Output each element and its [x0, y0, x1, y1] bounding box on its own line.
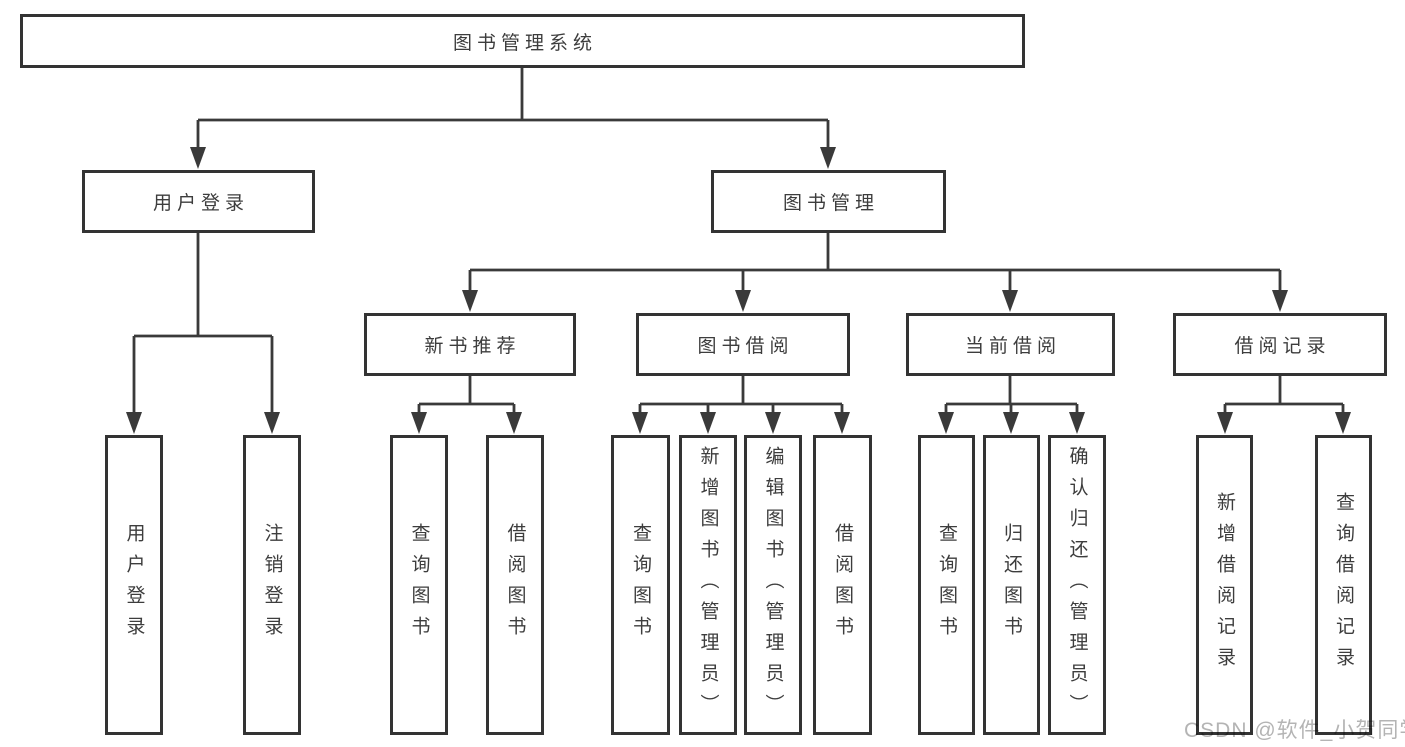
leaf-add-book-admin: 新增图书（管理员）: [679, 435, 737, 735]
leaf-query-books-current: 查询图书: [918, 435, 975, 735]
node-book-management: 图书管理: [711, 170, 946, 233]
node-label: 查询图书: [630, 523, 651, 647]
node-label: 借阅图书: [832, 523, 853, 647]
node-label: 编辑图书（管理员）: [762, 445, 784, 725]
leaf-query-books-borrowing: 查询图书: [611, 435, 670, 735]
leaf-user-login: 用户登录: [105, 435, 163, 735]
node-label: 注销登录: [261, 523, 283, 647]
node-label: 查询图书: [408, 523, 430, 647]
node-label: 查询借阅记录: [1333, 492, 1354, 678]
node-label: 新增图书（管理员）: [697, 445, 719, 725]
csdn-watermark: CSDN @软件_小贺同学: [1184, 719, 1405, 742]
node-label: 图书管理系统: [452, 32, 597, 54]
node-new-book-recommendation: 新书推荐: [364, 313, 576, 376]
leaf-query-borrow-record: 查询借阅记录: [1315, 435, 1372, 735]
node-label: 用户登录: [123, 523, 145, 647]
node-label: 图书借阅: [697, 336, 794, 357]
node-label: 查询图书: [936, 523, 957, 647]
leaf-borrow-books-recommend: 借阅图书: [486, 435, 544, 735]
node-user-login: 用户登录: [82, 170, 315, 233]
node-label: 借阅记录: [1234, 336, 1331, 357]
node-current-borrowing: 当前借阅: [906, 313, 1115, 376]
node-book-borrowing: 图书借阅: [636, 313, 850, 376]
node-label: 当前借阅: [964, 336, 1061, 357]
node-library-management-system: 图书管理系统: [20, 14, 1025, 68]
node-label: 确认归还（管理员）: [1066, 445, 1088, 725]
leaf-logout: 注销登录: [243, 435, 301, 735]
leaf-edit-book-admin: 编辑图书（管理员）: [744, 435, 802, 735]
node-borrowing-records: 借阅记录: [1173, 313, 1387, 376]
leaf-borrow-books-borrowing: 借阅图书: [813, 435, 872, 735]
leaf-query-books-recommend: 查询图书: [390, 435, 448, 735]
leaf-confirm-return-admin: 确认归还（管理员）: [1048, 435, 1106, 735]
node-label: 归还图书: [1001, 523, 1022, 647]
node-label: 图书管理: [782, 193, 879, 214]
node-label: 新书推荐: [424, 336, 521, 357]
node-label: 用户登录: [152, 193, 249, 214]
node-label: 新增借阅记录: [1214, 492, 1235, 678]
leaf-return-book: 归还图书: [983, 435, 1040, 735]
leaf-add-borrow-record: 新增借阅记录: [1196, 435, 1253, 735]
node-label: 借阅图书: [504, 523, 526, 647]
